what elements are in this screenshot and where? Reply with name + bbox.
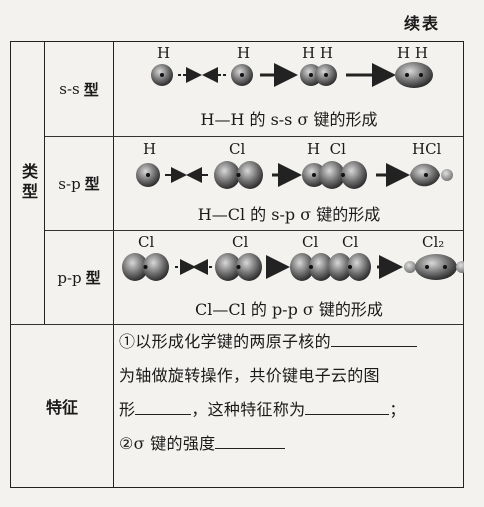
blank-strength[interactable] [215, 430, 286, 449]
subtype-ss-name: s-s [59, 80, 80, 98]
ss-label-4: H H [397, 44, 428, 62]
features-line-3: 形 ，这种特征称为 ； [119, 393, 461, 427]
row-divider-2 [45, 230, 463, 231]
sp-overlapping-orbitals [302, 161, 367, 189]
sp-hcl-molecule [410, 163, 453, 187]
pp-caption: Cl—Cl 的 p-p σ 键的形成 [195, 300, 383, 319]
pp-diagram: Cl Cl Cl Cl Cl₂ [114, 231, 464, 324]
subtype-sp-suffix: 型 [84, 175, 100, 193]
column-divider-1 [44, 42, 45, 324]
pp-label-3: Cl [302, 233, 319, 251]
blank-axis[interactable] [330, 328, 417, 347]
sp-caption: H—Cl 的 s-p σ 键的形成 [197, 205, 381, 224]
sp-label-2: Cl [229, 140, 246, 158]
row-divider-3 [11, 324, 463, 325]
subtype-sp-name: s-p [58, 174, 81, 193]
subtype-ss-suffix: 型 [83, 80, 99, 99]
features-text: ①以形成化学键的两原子核的 为轴做旋转操作，共价键电子云的图 形 ，这种特征称为 ；… [119, 325, 461, 461]
ss-label-3: H H [302, 44, 333, 62]
ss-overlapping-orbitals [300, 64, 337, 86]
sp-label-3: H Cl [307, 140, 346, 158]
pp-label-5: Cl₂ [422, 233, 445, 251]
pp-label-2: Cl [232, 233, 249, 251]
sp-diagram: H Cl H Cl HCl [114, 137, 464, 230]
features-line-4-text: ②σ 键的强度 [119, 434, 216, 453]
ss-diagram: H H H H H H [114, 42, 464, 136]
blank-property[interactable] [305, 396, 390, 415]
features-line-4: ②σ 键的强度 [119, 427, 461, 461]
pp-cl-orbital-1 [122, 253, 169, 281]
sp-cl-p-orbital [214, 161, 263, 189]
features-line-3c: ； [389, 400, 406, 419]
features-line-3a: 形 [119, 400, 136, 419]
continued-label: 续表 [403, 14, 440, 33]
features-line-1: ①以形成化学键的两原子核的 [119, 325, 461, 359]
sp-label-1: H [143, 140, 157, 158]
pp-label-1: Cl [138, 233, 155, 251]
blank-shape[interactable] [135, 396, 192, 415]
ss-h-atom-2 [231, 64, 253, 86]
ss-h-atom-1 [151, 64, 173, 86]
subtype-pp-suffix: 型 [85, 269, 101, 287]
features-line-1-text: ①以形成化学键的两原子核的 [119, 332, 331, 351]
subtype-pp-name: p-p [57, 268, 82, 287]
pp-cl-orbital-2 [215, 253, 262, 281]
features-line-2: 为轴做旋转操作，共价键电子云的图 [119, 359, 461, 393]
row-divider-1 [45, 136, 463, 137]
features-line-2-text: 为轴做旋转操作，共价键电子云的图 [119, 366, 380, 385]
ss-label-2: H [237, 44, 251, 62]
ss-label-1: H [157, 44, 171, 62]
sp-h-atom [136, 163, 160, 187]
ss-caption: H—H 的 s-s σ 键的形成 [200, 110, 378, 129]
sp-label-4: HCl [412, 140, 442, 158]
pp-overlapping-orbitals [290, 253, 371, 281]
pp-label-4: Cl [342, 233, 359, 251]
features-line-3b: ，这种特征称为 [191, 400, 306, 419]
features-label: 特征 [45, 398, 78, 417]
ss-h2-molecule [395, 62, 433, 88]
pp-cl2-molecule [404, 254, 464, 280]
column-divider-2 [113, 42, 114, 487]
type-label: 类型 [19, 163, 38, 203]
